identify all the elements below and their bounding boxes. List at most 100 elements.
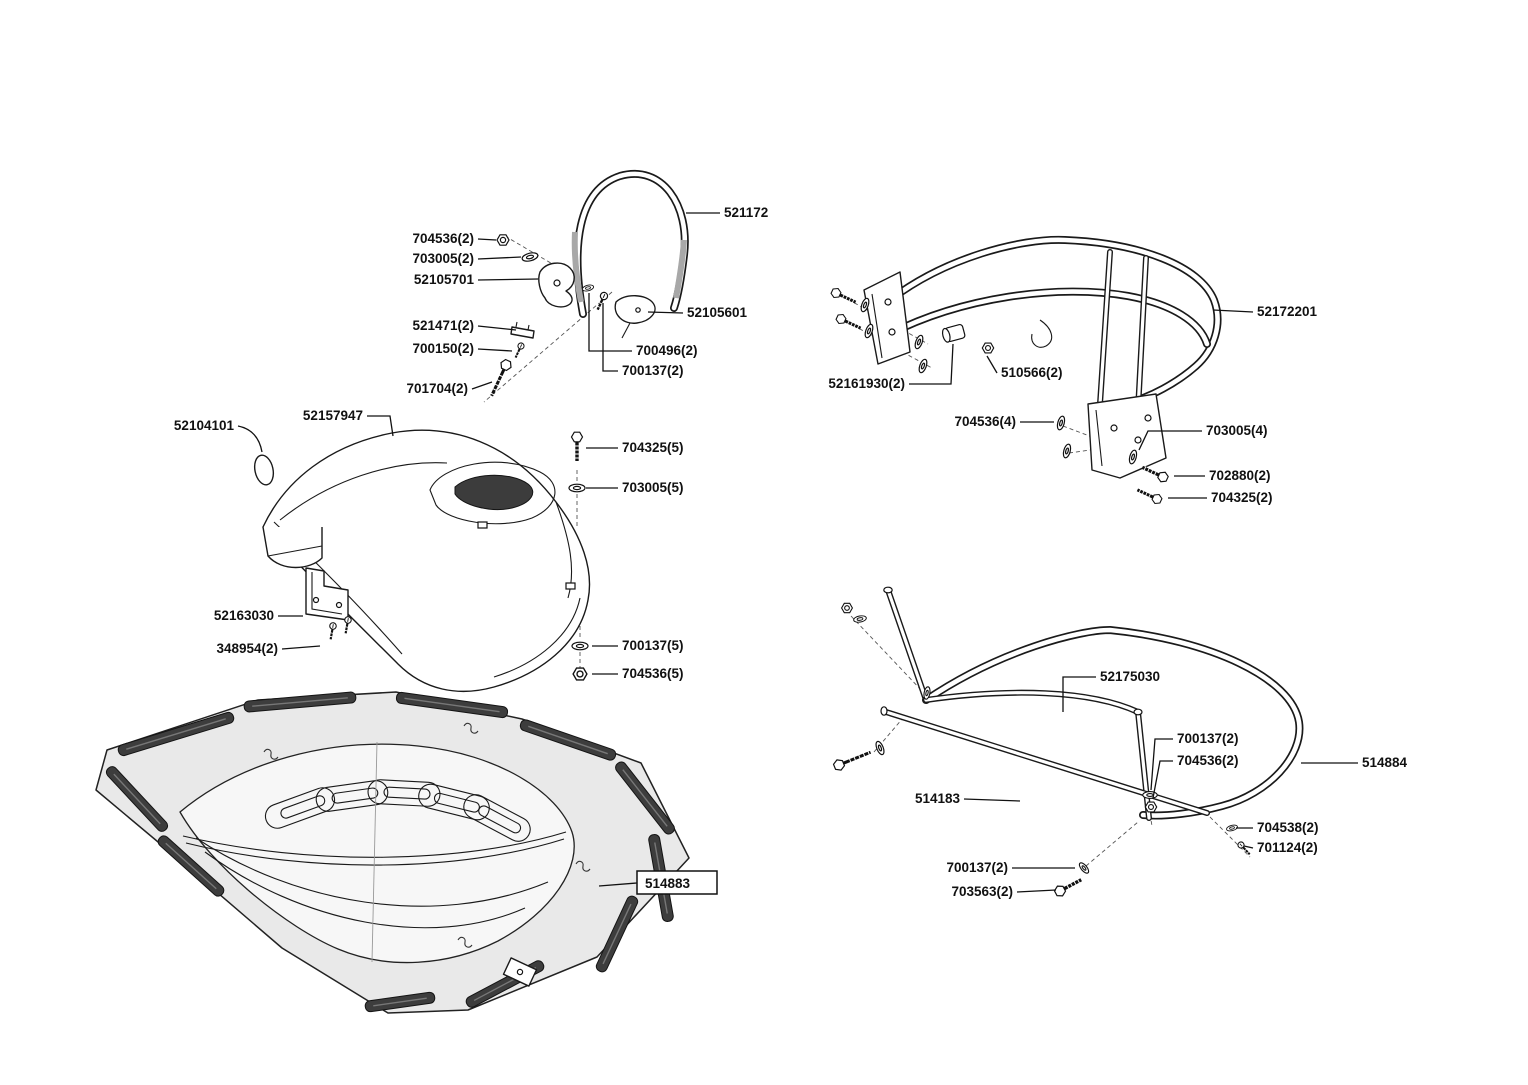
leader-700137-post [1150, 738, 1173, 791]
bolt-left-b [833, 311, 865, 335]
support-frame-assembly: 52175030 700137(2) 704536(2) 514884 5141… [830, 586, 1408, 900]
screw-700137 [593, 290, 610, 313]
washer-left-c [912, 333, 926, 351]
callout-52105601: 52105601 [687, 305, 748, 320]
washer-700137-post [1142, 791, 1158, 799]
callout-704325-2: 704325(2) [1211, 490, 1273, 505]
bolt-left-long [830, 745, 875, 774]
leader-52172201 [1212, 309, 1254, 313]
hood-assembly: 52104101 52157947 704325(5) 703005(5) 52… [174, 408, 684, 693]
screw-348954-a [326, 621, 338, 641]
leader-514883 [598, 882, 638, 887]
hinge-tab [477, 521, 488, 529]
hood-ridge [279, 462, 448, 521]
callout-700496: 700496(2) [636, 343, 698, 358]
leader-703563 [1016, 889, 1057, 893]
callout-521471: 521471(2) [412, 318, 474, 333]
callout-348954: 348954(2) [216, 641, 278, 656]
bolt-left-a [828, 285, 860, 309]
callout-703005-4: 703005(4) [1206, 423, 1268, 438]
locknut-704536 [496, 234, 510, 246]
callout-704538: 704538(2) [1257, 820, 1319, 835]
screw-701124 [1235, 839, 1253, 858]
hood-slot [454, 474, 534, 511]
leader-703005-4 [1138, 430, 1202, 451]
callout-52172201: 52172201 [1257, 304, 1318, 319]
bolt-704325-2 [1133, 483, 1165, 507]
bolt-701704 [485, 356, 515, 400]
bolt-704325 [569, 430, 585, 463]
clamp-hole [553, 279, 561, 287]
callout-52163030: 52163030 [214, 608, 274, 623]
corner-bracket [502, 957, 538, 987]
pan-seam [371, 741, 378, 963]
hinge-tab [565, 582, 576, 590]
leader-52105701 [477, 278, 539, 281]
rollbar-hook [1031, 319, 1053, 348]
leader-52161930 [909, 343, 954, 385]
callout-700137-front: 700137(2) [946, 860, 1008, 875]
callout-510566: 510566(2) [1001, 365, 1063, 380]
pin-700150 [511, 340, 527, 360]
callout-521172: 521172 [724, 205, 768, 220]
nut-top-left [841, 602, 853, 614]
plug-52104101 [253, 454, 275, 486]
leader-703005-2 [477, 256, 522, 260]
washer-bolt-left [873, 739, 887, 757]
callout-700137-2: 700137(2) [622, 363, 684, 378]
leader-701124 [1243, 845, 1254, 849]
pan-contour [195, 837, 549, 907]
leader-701704 [471, 381, 493, 390]
leader-700496 [588, 293, 632, 352]
axis-dash [576, 470, 581, 668]
callout-703005-5: 703005(5) [622, 480, 684, 495]
clip-521471 [510, 326, 535, 339]
washer-703005-5 [568, 483, 586, 493]
callout-704536-post: 704536(2) [1177, 753, 1239, 768]
frame-loop [922, 626, 1304, 820]
break-marks [263, 722, 591, 948]
pan-band [185, 838, 565, 866]
callout-703005-2: 703005(2) [412, 251, 474, 266]
bolt-703563 [1051, 873, 1086, 900]
bushing-52161930 [941, 323, 966, 343]
callout-52161930: 52161930(2) [828, 376, 905, 391]
hood-scoop [429, 461, 556, 525]
handlebar-assembly: 521172 704536(2) 703005(2) 52105701 5210… [406, 170, 768, 403]
callout-704325-5: 704325(5) [622, 440, 684, 455]
callout-704536-2: 704536(2) [412, 231, 474, 246]
callout-box-514883 [636, 870, 718, 895]
trim-strips [105, 691, 675, 1013]
hood-flange-line [493, 597, 581, 678]
bar-tip [880, 706, 888, 716]
leader-510566 [986, 355, 998, 374]
pan-recess [179, 743, 575, 964]
guide-52105601 [614, 295, 656, 324]
callout-700137-post: 700137(2) [1177, 731, 1239, 746]
washer-704536-a [1055, 414, 1067, 432]
post-cap [883, 586, 893, 594]
rollbar-assembly: 52172201 52161930(2) 510566(2) 704536(4)… [828, 235, 1318, 507]
leader-348954 [281, 645, 321, 650]
callout-514183: 514183 [915, 791, 961, 806]
mount-plate [1087, 393, 1167, 479]
leader-704536-2 [477, 238, 497, 241]
leader-52175030 [1062, 676, 1096, 712]
callout-52157947: 52157947 [303, 408, 363, 423]
callout-514884: 514884 [1362, 755, 1408, 770]
leader-700137-2 [602, 303, 618, 372]
leader-521471 [477, 325, 517, 331]
washer-700137-front [1077, 860, 1091, 876]
washer-700137-5 [571, 641, 589, 651]
leader-52157947 [367, 415, 394, 437]
nut-510566 [981, 342, 995, 354]
callout-700150: 700150(2) [412, 341, 474, 356]
washer-left-d [916, 357, 930, 375]
callout-700137-5: 700137(5) [622, 638, 684, 653]
leader-52104101 [237, 425, 263, 453]
nut-704536-5 [572, 667, 588, 681]
guide-tail [621, 322, 631, 339]
callout-701124: 701124(2) [1257, 840, 1318, 855]
